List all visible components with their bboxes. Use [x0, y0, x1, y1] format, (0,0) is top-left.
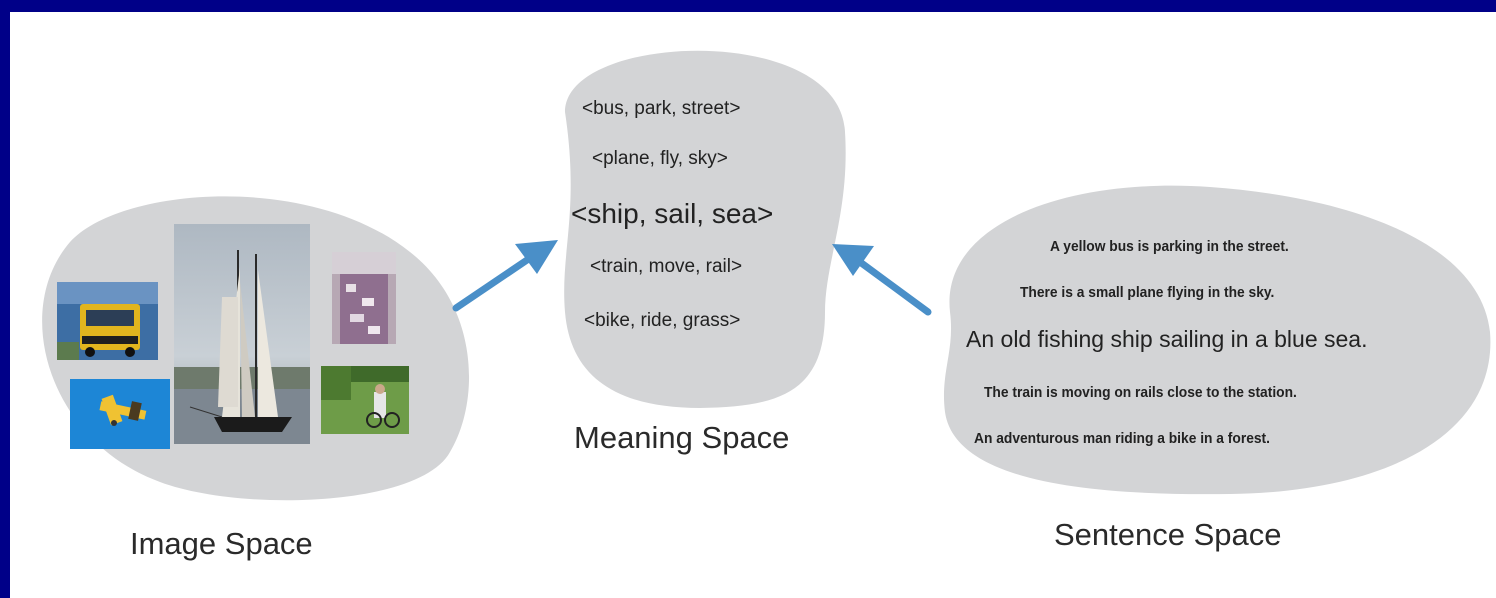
meaning-tuple: <bike, ride, grass>	[584, 310, 741, 331]
sentence-space-label: Sentence Space	[1054, 517, 1282, 552]
sentence-item: A yellow bus is parking in the street.	[1050, 238, 1289, 255]
sentence-space-blob	[943, 185, 1491, 495]
diagram-svg	[42, 50, 1491, 501]
sentence-item: An old fishing ship sailing in a blue se…	[966, 326, 1368, 352]
meaning-tuple: <plane, fly, sky>	[592, 148, 728, 169]
bus-photo	[57, 282, 158, 360]
bike-photo	[321, 366, 409, 434]
meaning-space-label: Meaning Space	[574, 420, 790, 455]
arrow-image-to-meaning	[452, 240, 558, 312]
street-photo	[332, 252, 396, 344]
diagram-canvas: <bus, park, street> <plane, fly, sky> <s…	[10, 12, 1496, 598]
meaning-space-blob	[564, 50, 846, 409]
sentence-item: There is a small plane flying in the sky…	[1020, 284, 1275, 301]
meaning-tuple: <ship, sail, sea>	[571, 198, 774, 229]
sentence-item: The train is moving on rails close to th…	[984, 384, 1297, 401]
meaning-tuple: <bus, park, street>	[582, 98, 741, 119]
plane-photo	[70, 379, 170, 449]
arrow-sentence-to-meaning	[832, 244, 932, 316]
ship-photo	[174, 224, 310, 444]
image-space-label: Image Space	[130, 526, 313, 561]
meaning-tuple: <train, move, rail>	[590, 256, 743, 277]
sentence-item: An adventurous man riding a bike in a fo…	[974, 430, 1270, 447]
